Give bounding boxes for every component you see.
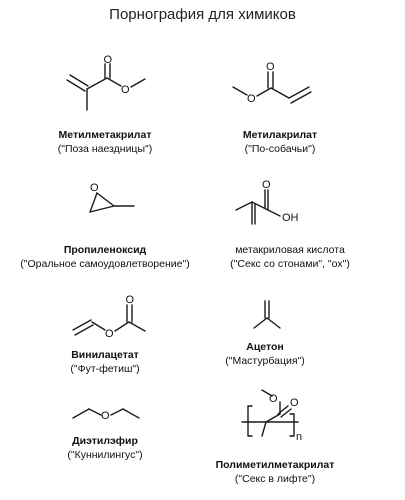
compound-nickname: ("Фут-фетиш") [70,363,140,375]
bond [91,321,106,331]
atom-label-o: O [126,294,135,306]
bond [69,74,89,87]
compound-name: Метилакрилат [242,129,318,141]
bond [270,87,290,99]
bracket-left [247,405,253,437]
compound-name: Пропиленоксид [63,244,147,256]
compound-nickname: ("Куннилингус") [67,449,143,461]
bond [253,317,268,329]
compound-nickname: ("Мастурбация") [225,355,305,367]
bond [277,405,289,415]
bond [232,86,248,96]
diethyl-ether-label: Диэтилэфир ("Куннилингус") [40,434,170,462]
bond [128,321,146,332]
compound-name: Ацетон [246,341,284,353]
compound-nickname: ("Секс в лифте") [234,473,316,485]
methyl-acrylate-label: Метилакрилат ("По-собачьи") [200,128,360,156]
acetone-structure [253,300,281,329]
methyl-acrylate-structure: O O [232,61,312,105]
subscript-n: n [296,431,302,443]
atom-label-o: O [269,393,278,405]
bond [290,91,312,104]
compound-nickname: ("Секс со стонами", "ох") [230,258,350,270]
atom-label-o: O [105,328,114,340]
atom-label-o: O [290,397,299,409]
bond [110,408,124,416]
bond [122,408,140,419]
bond [251,201,269,211]
bond [261,421,267,437]
propylene-oxide-label: Пропиленоксид ("Оральное самоудовлетворе… [10,243,200,271]
atom-label-oh: OH [282,212,299,224]
pmma-label: Полиметилметакрилат ("Секс в лифте") [195,458,355,486]
compound-nickname: ("По-собачьи") [244,143,316,155]
bracket-right [289,413,295,437]
bond [266,317,281,329]
compound-name: Винилацетат [71,349,139,361]
bond [88,408,102,416]
atom-label-o: O [90,182,99,194]
atom-label-o: O [104,54,113,66]
diethyl-ether-structure: O [72,408,140,422]
methyl-methacrylate-label: Метилметакрилат ("Поза наездницы") [20,128,190,156]
bond [261,389,273,397]
atom-label-o: O [247,93,256,105]
bond [114,321,130,332]
bond [72,319,92,331]
propylene-oxide-structure: O [89,182,135,213]
compound-name: Полиметилметакрилат [215,459,335,471]
bond [106,77,122,87]
compound-name: метакриловая кислота [235,244,345,256]
bond [89,205,115,213]
methyl-methacrylate-structure: O O [66,54,146,111]
page-title: Порнография для химиков [109,6,296,23]
bond [267,209,281,217]
bond [265,413,281,423]
methacrylic-acid-label: метакриловая кислота ("Секс со стонами",… [190,243,390,271]
vinyl-acetate-structure: O O [72,294,146,340]
atom-label-o: O [262,179,271,191]
bond [130,78,146,88]
bond [86,77,108,90]
bond [72,408,90,419]
compound-nickname: ("Поза наездницы") [57,143,153,155]
bond [74,324,94,336]
bond [256,87,272,97]
compound-nickname: ("Оральное самоудовлетворение") [20,258,190,270]
atom-label-o: O [121,84,130,96]
bond [96,192,115,207]
bond [288,86,310,99]
acetone-label: Ацетон ("Мастурбация") [210,340,320,368]
bond [66,79,86,92]
bond [89,192,98,213]
bond [235,201,253,211]
vinyl-acetate-label: Винилацетат ("Фут-фетиш") [35,348,175,376]
atom-label-o: O [266,61,275,73]
compound-name: Диэтилэфир [72,435,138,447]
atom-label-o: O [101,410,110,422]
pmma-structure: O O n [241,389,302,443]
bond [280,408,292,418]
methacrylic-acid-structure: O OH [235,179,299,225]
compound-name: Метилметакрилат [58,129,152,141]
